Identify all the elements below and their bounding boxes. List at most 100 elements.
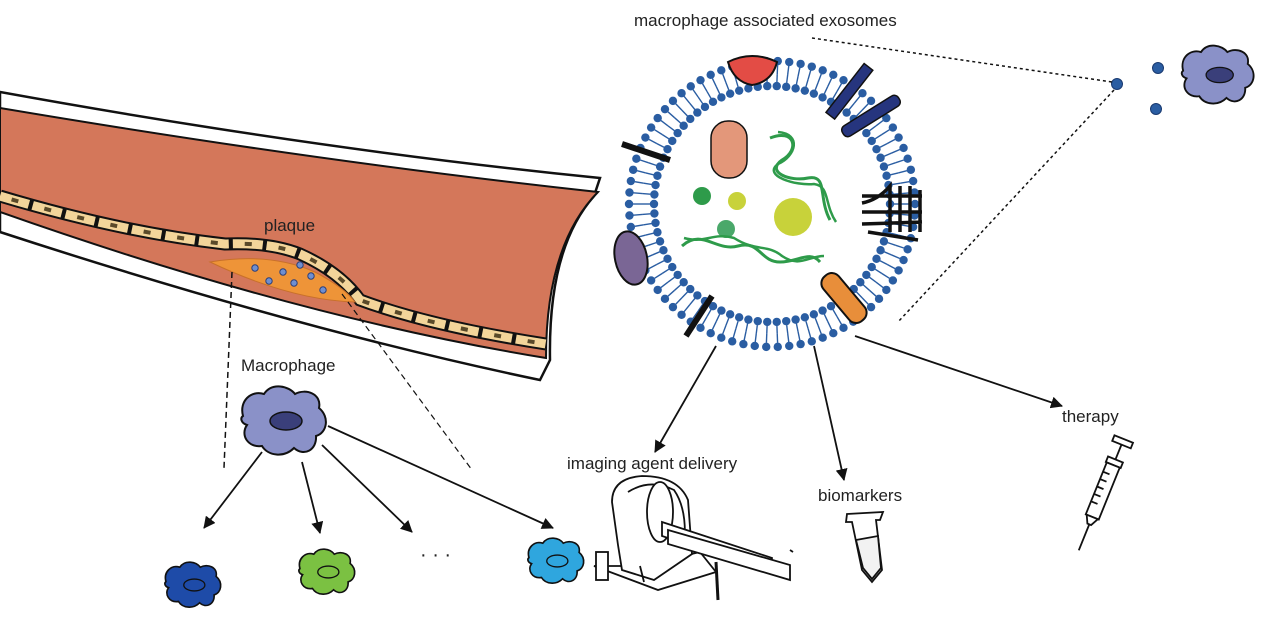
lipid-tail <box>667 111 676 119</box>
lipid-head <box>708 97 718 107</box>
lipid-tail <box>848 102 855 110</box>
lipid-head <box>696 323 705 333</box>
lipid-tail <box>681 291 688 299</box>
macrophage-icon <box>240 385 327 456</box>
lipid-tail <box>745 323 749 332</box>
lipid-tail <box>786 332 790 343</box>
lipid-head <box>785 57 794 67</box>
lipid-tail <box>643 182 652 186</box>
lipid-tail <box>735 320 739 330</box>
lipid-tail <box>661 133 670 140</box>
lipid-tail <box>648 263 658 270</box>
lipid-head <box>785 341 794 351</box>
syringe-icon <box>1077 434 1135 551</box>
lipid-tail <box>645 232 654 236</box>
lipid-head <box>708 301 718 311</box>
lipid-tail <box>755 325 758 334</box>
lipid-tail <box>823 86 829 95</box>
lipid-head <box>679 121 688 130</box>
lipid-head <box>641 133 650 142</box>
lipid-tail <box>786 65 790 76</box>
lipid-head <box>725 89 735 98</box>
lipid-head <box>862 128 871 138</box>
lipid-tail <box>683 304 691 313</box>
lipid-head <box>650 209 659 218</box>
lipid-head <box>706 328 715 338</box>
lipid-head <box>899 143 908 153</box>
lipid-head <box>655 162 665 171</box>
lipid-head <box>876 246 885 255</box>
lipid-head <box>839 323 848 333</box>
cargo-rna-strand-2b <box>683 235 825 263</box>
lipid-head <box>734 313 744 322</box>
lipid-tail <box>795 76 799 85</box>
lipid-head <box>807 62 816 71</box>
exosome-icon <box>613 55 923 352</box>
plaque-zoom-line-left <box>223 271 233 469</box>
mri-scanner-icon <box>593 475 794 601</box>
lipid-head <box>686 284 695 294</box>
lipid-head <box>782 316 791 326</box>
lipid-head <box>717 66 726 75</box>
membrane-protein-purple <box>613 230 649 286</box>
lipid-head <box>668 136 677 146</box>
lipid-tail <box>887 162 896 167</box>
lipid-head <box>818 93 827 102</box>
lipid-head <box>649 199 659 209</box>
lipid-tail <box>648 162 657 167</box>
lipid-tail <box>861 103 869 111</box>
lipid-tail <box>891 254 901 260</box>
lipid-tail <box>711 321 717 330</box>
application-arrows <box>654 335 1063 481</box>
lipid-head <box>717 93 726 102</box>
lipid-head <box>696 75 705 85</box>
lipid-head <box>653 228 662 237</box>
lipid-tail <box>874 268 883 275</box>
lipid-head <box>725 310 735 319</box>
lipid-head <box>903 245 912 254</box>
lipid-tail <box>805 78 809 88</box>
lipid-bilayer <box>624 56 920 352</box>
lipid-head <box>796 59 805 69</box>
lipid-head <box>800 86 810 95</box>
lipid-tail <box>883 152 892 157</box>
lipid-tail <box>817 73 822 83</box>
cargo-vesicle-green-1 <box>693 187 711 205</box>
lipid-tail <box>697 96 704 104</box>
lipid-tail <box>654 272 663 279</box>
lipid-head <box>663 254 672 264</box>
lipid-tail <box>683 95 691 104</box>
lipid-tail <box>743 331 747 341</box>
lipid-tail <box>856 109 863 117</box>
lipid-tail <box>701 316 708 325</box>
lipid-tail <box>895 159 905 164</box>
lipid-head <box>663 144 672 154</box>
lipid-tail <box>654 129 663 136</box>
lipid-head <box>632 154 641 163</box>
lipid-head <box>651 180 660 190</box>
lipid-head <box>773 342 782 352</box>
lipid-tail <box>634 224 644 227</box>
lipid-tail <box>881 129 890 136</box>
lipid-head <box>882 285 891 295</box>
lipid-head <box>677 310 686 319</box>
blood-vessel <box>0 90 602 382</box>
transmembrane-bar-left <box>621 141 671 163</box>
lipid-tail <box>689 102 696 110</box>
macrophage-source-icon <box>1180 44 1255 105</box>
lipid-tail <box>656 142 665 148</box>
lipid-tail <box>652 251 661 256</box>
lipid-tail <box>642 192 651 195</box>
lipid-head <box>626 222 636 232</box>
macrophage-label: Macrophage <box>241 356 336 375</box>
lipid-head <box>763 317 772 327</box>
lipid-head <box>762 342 771 352</box>
cargo-vesicle-yellow-small <box>728 192 746 210</box>
lipid-tail <box>886 263 896 270</box>
lipid-head <box>660 294 670 304</box>
lipid-tail <box>735 78 739 88</box>
lipid-head <box>903 154 912 163</box>
lipid-tail <box>869 276 877 283</box>
plaque-zoom-line-right <box>341 293 473 471</box>
lipid-head <box>628 165 638 174</box>
